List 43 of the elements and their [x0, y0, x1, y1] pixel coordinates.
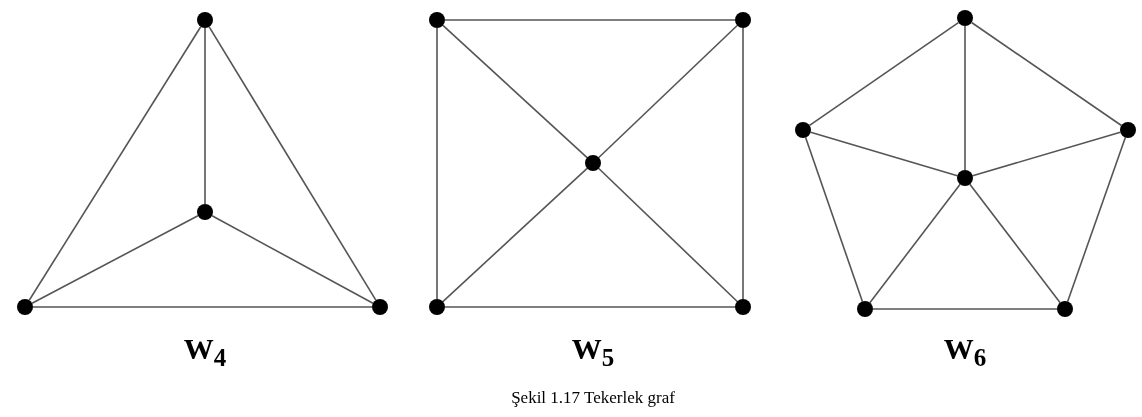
- graph-edge: [442, 167, 588, 303]
- vertex-dot: [197, 204, 213, 220]
- graph-edge: [444, 306, 736, 308]
- graph-edge: [1066, 136, 1127, 303]
- graph-edge: [204, 27, 206, 205]
- vertex-dot: [857, 301, 873, 317]
- graph-edge: [31, 214, 199, 305]
- graph-edge: [872, 308, 1058, 310]
- graph-edge: [970, 21, 1123, 127]
- vertex-dot: [585, 155, 601, 171]
- graph-edge: [964, 25, 966, 171]
- graph-edge: [804, 136, 864, 303]
- vertex-dot: [429, 12, 445, 28]
- vertex-dot: [957, 10, 973, 26]
- vertex-dot: [197, 12, 213, 28]
- graph-edge: [808, 21, 960, 127]
- vertex-dot: [1120, 122, 1136, 138]
- graph-edge: [211, 215, 374, 304]
- vertex-dot: [795, 122, 811, 138]
- graph-label: W$_{6}$: [943, 332, 987, 372]
- graph-label: W$_{5}$: [571, 332, 615, 372]
- graph-edge: [444, 19, 736, 21]
- graph-edge: [208, 26, 377, 301]
- vertex-dot: [957, 170, 973, 186]
- vertex-dot: [429, 299, 445, 315]
- graph-edge: [809, 131, 959, 177]
- graph-edge: [969, 183, 1061, 304]
- graph-edge: [742, 27, 744, 300]
- graph-edge: [869, 183, 961, 304]
- vertex-dot: [735, 299, 751, 315]
- figure-caption: Şekil 1.17 Tekerlek graf: [511, 388, 675, 408]
- graph-label: W$_{4}$: [183, 332, 227, 372]
- vertex-dot: [372, 299, 388, 315]
- graph-edge: [597, 167, 739, 303]
- graph-edge: [971, 131, 1122, 177]
- vertex-dot: [735, 12, 751, 28]
- graph-edge: [442, 24, 588, 159]
- graph-edge: [28, 26, 202, 302]
- graph-edge: [598, 24, 738, 159]
- graph-edge: [32, 306, 373, 308]
- graph-edge: [436, 27, 438, 300]
- vertex-dot: [17, 299, 33, 315]
- vertex-dot: [1057, 301, 1073, 317]
